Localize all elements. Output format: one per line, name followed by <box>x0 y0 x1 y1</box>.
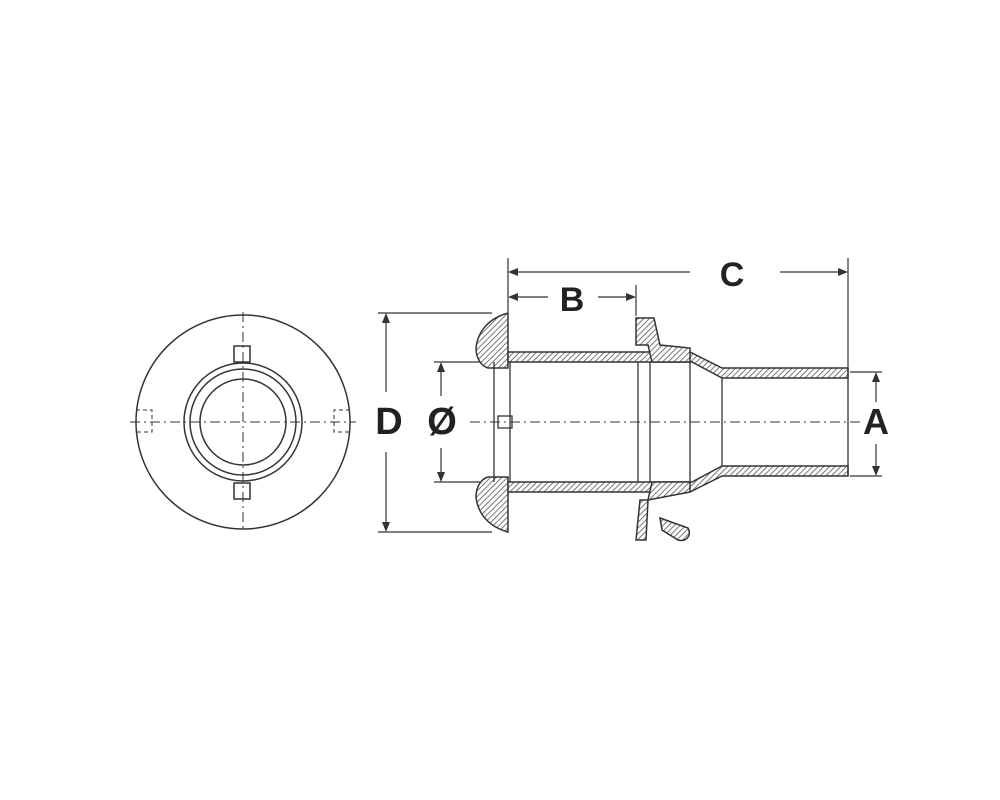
dim-c-arrow-left <box>508 268 518 276</box>
front-bottom-tab <box>233 482 251 500</box>
dim-b-arrow-right <box>626 293 636 301</box>
front-right-slot <box>333 409 350 433</box>
dim-d-arrow-top <box>382 313 390 323</box>
label-d: D <box>375 401 402 443</box>
dim-d-arrow-bottom <box>382 522 390 532</box>
front-top-tab <box>233 345 251 363</box>
side-view <box>470 312 860 542</box>
dim-b-arrow-left <box>508 293 518 301</box>
dim-a-arrow-bottom <box>872 466 880 476</box>
upper-flange-section <box>475 312 509 369</box>
lower-flange-section <box>475 476 509 533</box>
dim-c-arrow-right <box>838 268 848 276</box>
label-a: A <box>863 401 889 442</box>
dim-dia-arrow-bottom <box>437 472 445 482</box>
dim-a-arrow-top <box>872 372 880 382</box>
front-left-slot <box>136 409 153 433</box>
nut-lower-hook <box>659 516 690 542</box>
dim-dia-arrow-top <box>437 362 445 372</box>
label-diameter: Ø <box>427 401 457 443</box>
label-b: B <box>560 281 585 319</box>
front-view <box>130 312 356 532</box>
label-c: C <box>720 256 745 294</box>
dimensions <box>378 258 882 533</box>
